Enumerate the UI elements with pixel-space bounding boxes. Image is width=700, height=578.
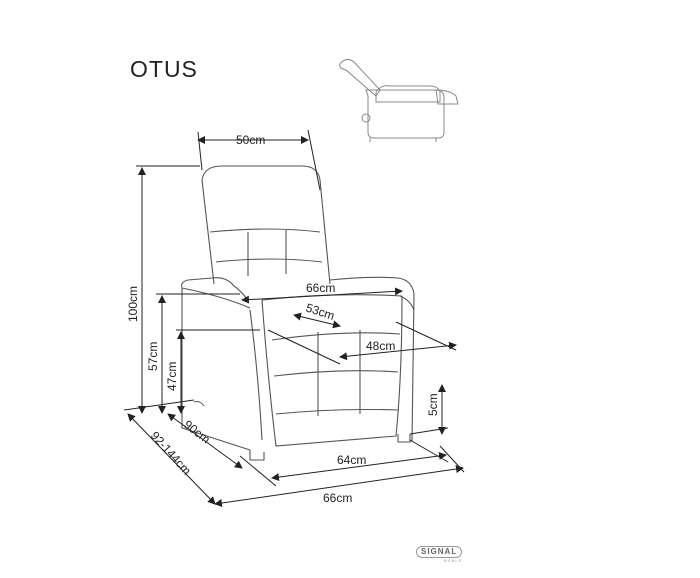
dimension-lines [123,129,465,507]
armchair [181,165,415,461]
dim-overall-width-label: 66cm [323,491,352,505]
dim-seat-depth-label: 53cm [304,301,336,323]
logo-sub-text: MEBLE [443,558,463,563]
dim-base-width-label: 64cm [337,453,366,467]
dim-seat-height-label: 47cm [165,362,179,391]
dim-total-height-label: 100cm [126,286,140,322]
dim-backrest-width-label: 50cm [236,133,265,147]
dim-seat-width-label: 48cm [366,339,395,353]
signal-logo: SIGNAL MEBLE [416,546,463,563]
dim-armrest-height-label: 57cm [146,342,160,371]
dim-leg-height-label: 5cm [426,393,440,416]
product-title: OTUS [130,56,198,82]
dim-armrest-width-label: 66cm [306,281,335,295]
dim-depth-label: 90cm [181,417,213,446]
logo-main-text: SIGNAL [416,546,463,558]
reclined-chair-icon [339,58,459,142]
dim-reclined-depth-label: 92-144cm [148,429,194,478]
